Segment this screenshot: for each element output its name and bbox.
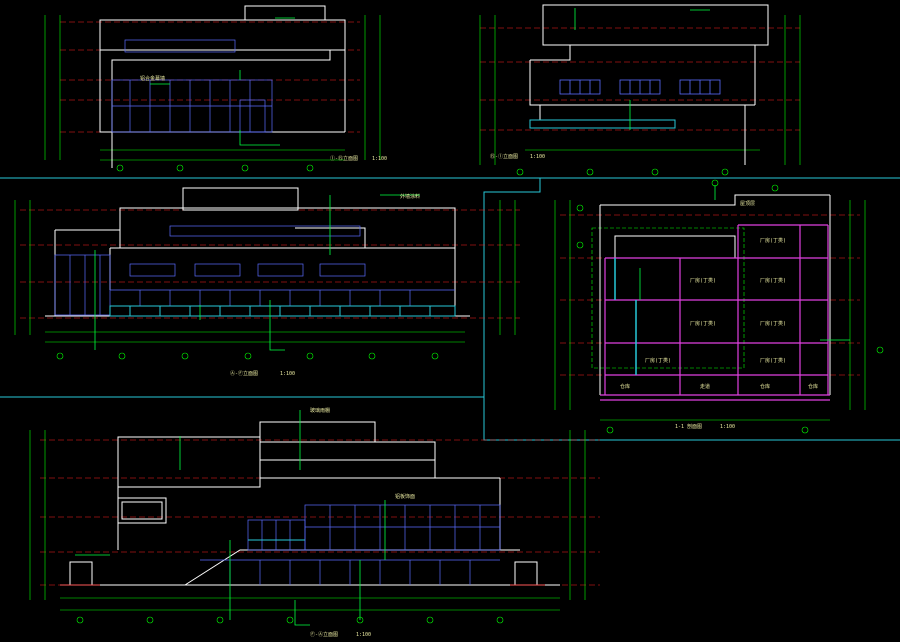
section-room-2: 厂房(丁类) (760, 277, 786, 284)
section-room-5: 厂房(丁类) (690, 277, 716, 284)
drawing-d-scale: 1:100 (356, 632, 371, 638)
elevation-drawing-c: Ⓐ-Ⓕ立面图 1:100 外墙涂料 (14, 187, 520, 377)
drawing-d-title: Ⓕ-Ⓐ立面图 (310, 631, 338, 638)
drawing-a-note: 铝合金幕墙 (140, 75, 165, 82)
section-room-6: 厂房(丁类) (690, 320, 716, 327)
drawing-c-scale: 1:100 (280, 371, 295, 377)
drawing-d-note-1: 玻璃雨棚 (310, 407, 330, 414)
drawing-d-note-2: 铝板饰面 (395, 493, 415, 500)
section-room-7: 厂房(丁类) (645, 357, 671, 364)
section-title: 1-1 剖面图 (675, 423, 702, 430)
elevation-drawing-b: ⑮-①立面图 1:100 (479, 4, 801, 176)
elevation-drawing-a: ①-⑮立面图 1:100 铝合金幕墙 (44, 5, 387, 172)
section-room-3: 厂房(丁类) (760, 320, 786, 327)
drawing-a-scale: 1:100 (372, 156, 387, 162)
section-ground-4: 仓库 (808, 383, 818, 390)
drawing-b-title: ⑮-①立面图 (490, 153, 518, 160)
section-ground-3: 仓库 (760, 383, 770, 390)
sheet-frame (0, 177, 900, 441)
section-ground-1: 仓库 (620, 383, 630, 390)
drawing-c-title: Ⓐ-Ⓕ立面图 (230, 370, 258, 377)
section-drawing-1-1: 屋顶层 厂房(丁类) 厂房(丁类) 厂房(丁类) 厂房(丁类) 厂房(丁类) 厂… (554, 179, 884, 434)
section-room-4: 厂房(丁类) (760, 357, 786, 364)
section-scale: 1:100 (720, 424, 735, 430)
elevation-drawing-d: 玻璃雨棚 铝板饰面 Ⓕ-Ⓐ立面图 1:100 (29, 407, 600, 638)
section-top-label: 屋顶层 (740, 201, 755, 207)
drawing-a-title: ①-⑮立面图 (330, 155, 358, 162)
section-room-1: 厂房(丁类) (760, 237, 786, 244)
section-ground-2: 走道 (700, 383, 710, 390)
drawing-c-note: 外墙涂料 (400, 193, 420, 200)
drawing-b-scale: 1:100 (530, 154, 545, 160)
